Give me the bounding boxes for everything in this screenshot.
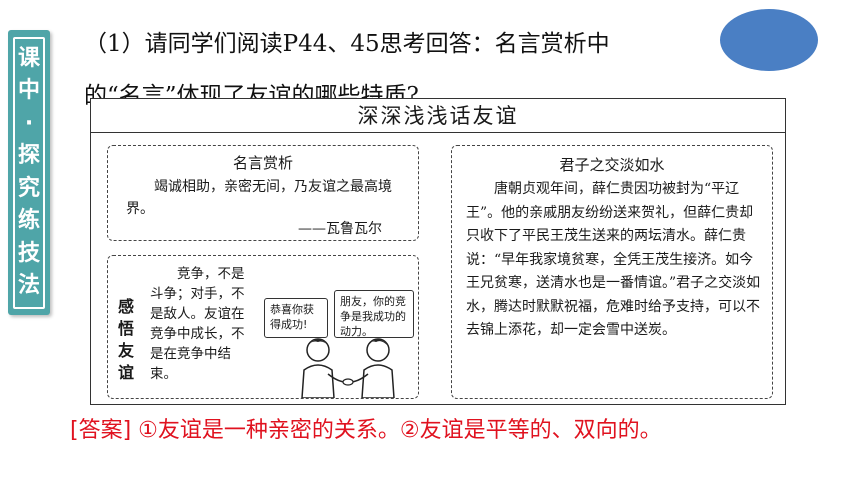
question-line-1: （1）请同学们阅读P44、45思考回答：名言赏析中 <box>84 31 610 57</box>
section-char: 法 <box>17 273 40 299</box>
speech-bubble-right: 朋友，你的竞争是我成功的动力。 <box>334 290 414 338</box>
material-title: 深深浅浅话友谊 <box>91 99 785 133</box>
blue-oval-shape <box>720 9 818 71</box>
section-tab: 课 中 · 探 究 练 技 法 <box>8 30 50 315</box>
quote-box-heading: 名言赏析 <box>232 154 293 172</box>
section-char: · <box>24 110 34 136</box>
quote-text: 竭诚相助，亲密无间，乃友谊之最高境界。 <box>126 179 392 217</box>
quote-author: ——瓦鲁瓦尔 <box>298 221 382 237</box>
quote-box: 名言赏析 竭诚相助，亲密无间，乃友谊之最高境界。 ——瓦鲁瓦尔 <box>107 145 419 241</box>
section-char: 中 <box>17 78 40 104</box>
section-tab-border: 课 中 · 探 究 练 技 法 <box>13 36 45 309</box>
friendship-insight-box: 感悟友谊 竞争，不是斗争；对手，不是敌人。友谊在竞争中成长，不是在竞争中结束。 … <box>107 255 419 399</box>
material-panel: 深深浅浅话友谊 名言赏析 竭诚相助，亲密无间，乃友谊之最高境界。 ——瓦鲁瓦尔 … <box>90 98 786 405</box>
speech-bubble-left: 恭喜你获得成功! <box>264 298 328 338</box>
handshake-illustration-icon <box>301 338 395 398</box>
section-char: 技 <box>17 240 40 266</box>
insight-text: 竞争，不是斗争；对手，不是敌人。友谊在竞争中成长，不是在竞争中结束。 <box>150 266 245 382</box>
question-text: （1）请同学们阅读P44、45思考回答：名言赏析中 的“名言”体现了友谊的哪些特… <box>84 18 724 122</box>
section-char: 探 <box>17 143 40 169</box>
story-box: 君子之交淡如水 唐朝贞观年间，薛仁贵因功被封为“平辽王”。他的亲戚朋友纷纷送来贺… <box>451 145 773 399</box>
answer-text: [答案] ①友谊是一种亲密的关系。②友谊是平等的、双向的。 <box>70 418 662 443</box>
section-char: 究 <box>17 175 40 201</box>
section-char: 课 <box>17 45 40 71</box>
insight-label: 感悟友谊 <box>118 297 135 382</box>
section-char: 练 <box>17 208 40 234</box>
story-box-heading: 君子之交淡如水 <box>559 156 665 174</box>
story-text: 唐朝贞观年间，薛仁贵因功被封为“平辽王”。他的亲戚朋友纷纷送来贺礼，但薛仁贵却只… <box>466 181 761 338</box>
